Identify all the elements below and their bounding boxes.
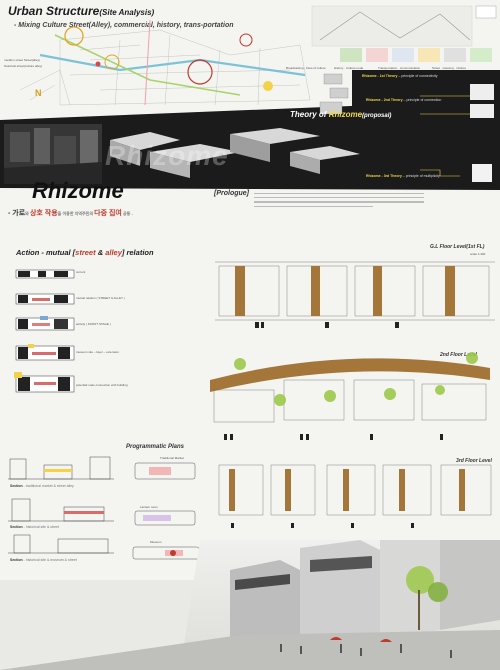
action-step [15,269,75,279]
urban-structure-title: Urban Structure(Site Analysis) [8,4,155,18]
site-map: N [19,5,497,106]
second-floor-plan [210,352,490,440]
third-floor-plan [218,464,492,528]
action-diagrams [14,269,75,393]
program-diagrams [132,462,200,560]
diagonal-alley [54,34,241,96]
section-label: Section - traditional market & street al… [10,484,74,488]
section-drawings [8,456,114,554]
legend-tag: Transportation · communication [378,66,421,70]
dark-band-shape [0,70,500,190]
action-step-label: current [76,270,86,274]
programmatic-title: Programmatic Plans [126,444,185,450]
main-title: Rhizome [32,178,124,203]
action-step [15,316,75,331]
map-note: historical street(culture alley) [4,64,43,68]
program-label: Lantern room [140,505,158,509]
ground-floor-label: G.L Floor Level(1st FL) [430,244,485,250]
perspective-render [0,540,500,670]
urban-structure-subtitle: - Mixing Culture Street(Alley), commerci… [14,22,234,29]
site-photo [4,124,102,184]
prologue-text [254,193,424,221]
legend-tag: History · Culture node [334,66,364,70]
action-step-label: potential node connection with building [76,383,128,387]
action-step-label: museum site – layer – extension [76,350,120,354]
map-note: medium street Street(alley) [4,58,41,62]
action-step [15,293,75,305]
map-blocks [19,29,311,106]
action-step-label: activity ( FRONT STAGE ) [76,322,111,326]
curved-street [210,358,490,392]
plan-scale: scale 1:400 [470,252,486,256]
main-subtitle: - 가로와 상호 작용을 이용한 지역주민의 다중 집여 공동 - [8,210,133,217]
rhizome-ghost-title: Rhizome [105,140,229,171]
north-arrow: N [35,88,42,98]
program-label: Traditional Market [160,456,184,460]
color-plates [340,48,492,62]
legend-tag: Broadcasting · Flow of culture [286,66,326,70]
action-step-label: mutual relation ( STREET & ALLEY ) [76,296,125,300]
model-photos [110,128,360,178]
theory-line: Rhizome - 3rd Theory – principle of mult… [366,174,440,178]
program-label: Museum [150,540,162,544]
action-step [15,344,75,361]
section-label: Section - historical site & street [10,525,60,529]
ground-floor-plan [215,261,495,328]
theory-line: Rhizome - 2nd Theory – principle of conn… [366,98,442,102]
site-node [64,26,84,46]
prologue-label: [Prologue] [214,190,249,197]
theory-heading: Theory of Rhizome(proposal) [290,110,392,119]
second-floor-label: 2nd Floor Level [440,352,477,358]
third-floor-label: 3rd Floor Level [456,458,492,464]
action-title: Action - mutual [street & alley] relatio… [16,248,154,257]
action-step [14,372,75,393]
legend-tag: Street · Housing · Culture [432,66,467,70]
main-street [39,53,306,77]
theory-line: Rhizome - 1st Theory – principle of conn… [362,74,438,78]
section-label: Section - historical site & museum & str… [10,558,77,562]
